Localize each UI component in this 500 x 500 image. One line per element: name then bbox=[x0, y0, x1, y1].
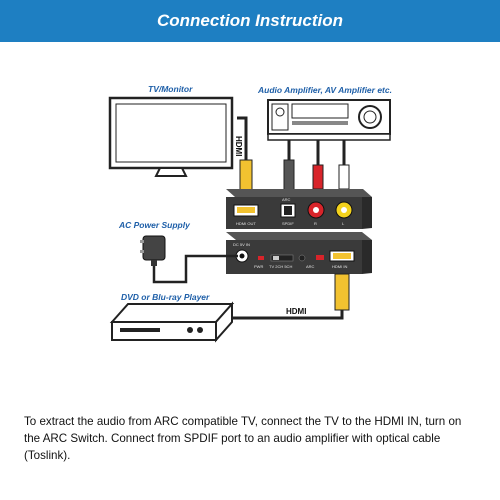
port-r: R bbox=[314, 221, 317, 226]
instruction-caption: To extract the audio from ARC compatible… bbox=[24, 415, 462, 462]
header-banner bbox=[0, 0, 500, 42]
port-hdmi-in: HDMI IN bbox=[332, 264, 347, 269]
hdmi-plug-bottom bbox=[334, 273, 350, 311]
dvd-player-icon bbox=[109, 301, 235, 343]
power-adapter-icon bbox=[140, 235, 166, 266]
converter-bottom-panel bbox=[226, 232, 372, 274]
power-supply-label: AC Power Supply bbox=[118, 220, 191, 230]
amplifier-icon bbox=[267, 99, 391, 141]
port-dc-in: DC 5V IN bbox=[233, 242, 250, 247]
port-arc-bottom: ARC bbox=[306, 264, 315, 269]
rca-white-plug bbox=[338, 164, 350, 190]
hdmi-label-bottom: HDMI bbox=[286, 307, 306, 316]
power-cable bbox=[152, 254, 238, 284]
tv-monitor-icon bbox=[108, 96, 234, 177]
port-spdif: SPDIF bbox=[282, 221, 294, 226]
port-hdmi-out: HDMI OUT bbox=[236, 221, 256, 226]
rca-red-plug bbox=[312, 164, 324, 190]
optical-plug bbox=[283, 159, 295, 191]
amplifier-label: Audio Amplifier, AV Amplifier etc. bbox=[257, 85, 392, 95]
tv-monitor-label: TV/Monitor bbox=[148, 84, 193, 94]
port-pwr: PWR bbox=[254, 264, 263, 269]
port-arc-top: ARC bbox=[282, 197, 291, 202]
hdmi-label-top: HDMI bbox=[234, 136, 243, 156]
port-l: L bbox=[342, 221, 345, 226]
converter-top-panel bbox=[226, 189, 372, 229]
page-title: Connection Instruction bbox=[156, 11, 344, 30]
player-label: DVD or Blu-ray Player bbox=[121, 292, 210, 302]
port-switch: TV 2CH 5CH bbox=[269, 264, 292, 269]
